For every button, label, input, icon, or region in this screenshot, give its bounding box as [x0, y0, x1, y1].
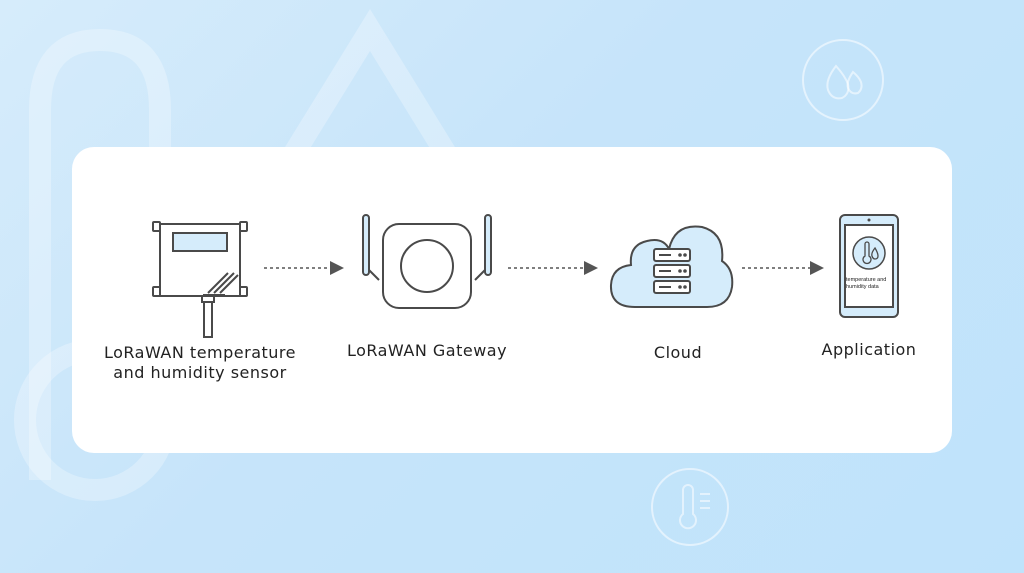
sensor-label: LoRaWAN temperature and humidity sensor	[92, 343, 308, 383]
cloud-label: Cloud	[653, 343, 703, 362]
sensor-label-line2: and humidity sensor	[113, 363, 287, 382]
app-screen-text-line2: humidity data	[846, 284, 879, 290]
gateway-router-icon	[362, 214, 492, 309]
app-screen-text: temperature and humidity data	[846, 277, 892, 291]
water-drops-icon	[802, 39, 884, 121]
sensor-node	[150, 217, 250, 342]
cloud-node	[607, 215, 737, 313]
cloud-server-icon	[609, 225, 734, 308]
thermometer-icon	[651, 468, 729, 546]
application-node: temperature and humidity data	[838, 213, 900, 319]
arrow-cloud-to-application	[742, 261, 824, 275]
arrow-sensor-to-gateway	[264, 261, 344, 275]
sensor-device-icon	[152, 221, 248, 338]
application-label: Application	[821, 340, 917, 359]
gateway-label: LoRaWAN Gateway	[346, 341, 508, 360]
arrow-gateway-to-cloud	[508, 261, 598, 275]
sensor-label-line1: LoRaWAN temperature	[103, 343, 296, 362]
gateway-node	[357, 212, 497, 312]
diagram-card: LoRaWAN temperature and humidity sensor …	[72, 147, 952, 453]
app-screen-text-line1: temperature and	[846, 277, 887, 283]
thermometer-drop-icon	[862, 241, 879, 265]
smartphone-app-icon	[839, 214, 899, 318]
